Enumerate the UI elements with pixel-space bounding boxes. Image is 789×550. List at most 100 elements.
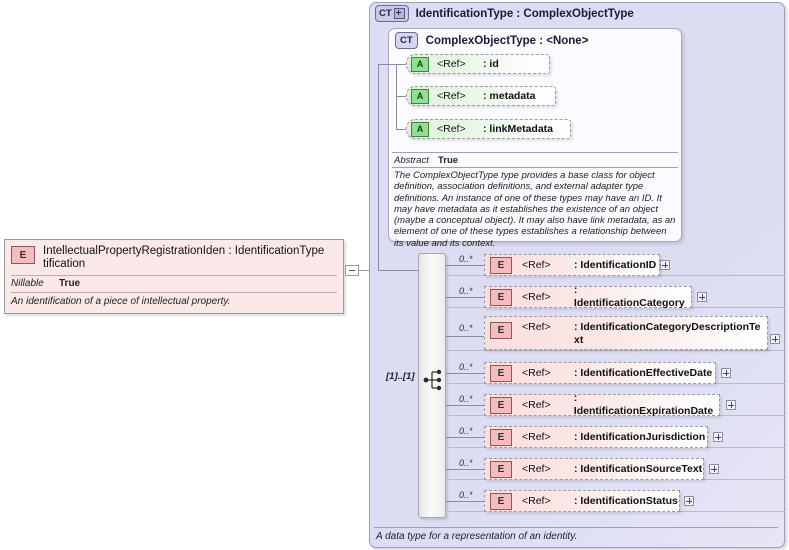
element-cardinality: 0..* — [459, 254, 473, 264]
attribute-name: : metadata — [483, 90, 536, 102]
element-name-line2: xt — [574, 334, 584, 346]
nillable-value: True — [59, 278, 81, 289]
connector-stub — [446, 373, 484, 374]
element-row[interactable]: E <Ref> : IdentificationID — [484, 254, 660, 276]
element-ref: <Ref> — [522, 259, 551, 271]
root-element-title-line2: tification — [43, 258, 86, 270]
complextype-icon: CT — [395, 32, 418, 49]
sequence-cardinality: [1]..[1] — [386, 371, 415, 382]
nillable-property-row: Nillable True — [5, 276, 343, 292]
expand-icon[interactable] — [721, 368, 731, 378]
tree-branch — [378, 64, 396, 65]
expand-icon[interactable] — [770, 334, 780, 344]
element-name: : IdentificationID — [574, 258, 657, 271]
element-cardinality: 0..* — [459, 394, 473, 404]
element-type-icon: E — [490, 429, 512, 446]
element-row[interactable]: E <Ref> : IdentificationSourceText — [484, 458, 704, 480]
divider — [11, 275, 337, 276]
attribute-ref: <Ref> — [437, 90, 466, 102]
panel-footer-description: A data type for a representation of an i… — [376, 531, 578, 542]
divider — [11, 292, 337, 293]
element-cardinality: 0..* — [459, 323, 473, 333]
root-element-title: IntellectualPropertyRegistrationIden : I… — [43, 245, 324, 271]
abstract-property-row: Abstract True — [394, 155, 458, 166]
connector-stub — [446, 336, 484, 337]
abstract-description: The ComplexObjectType type provides a ba… — [394, 170, 676, 249]
attribute-name: : linkMetadata — [483, 123, 554, 135]
element-name: : IdentificationStatus — [574, 494, 678, 507]
element-name-line1: : IdentificationCategoryDescriptionTe — [574, 321, 761, 333]
element-name: : IdentificationEffectiveDate — [574, 366, 713, 379]
element-cardinality: 0..* — [459, 362, 473, 372]
element-type-icon: E — [490, 289, 512, 306]
abstract-block — [392, 152, 678, 238]
element-name: : IdentificationSourceText — [574, 462, 703, 475]
root-element-header: E IntellectualPropertyRegistrationIden :… — [5, 240, 343, 275]
complex-object-type-title: ComplexObjectType : <None> — [425, 34, 589, 47]
connector-stub — [446, 437, 484, 438]
tree-branch — [396, 64, 406, 65]
complextype-expand-icon[interactable]: CT — [375, 5, 409, 22]
element-cardinality: 0..* — [459, 458, 473, 468]
attribute-row[interactable]: A <Ref> : linkMetadata — [406, 119, 571, 139]
element-row[interactable]: E <Ref> : IdentificationCategoryDescript… — [484, 316, 768, 350]
element-ref: <Ref> — [522, 431, 551, 443]
panel-header: CT IdentificationType : ComplexObjectTyp… — [375, 5, 634, 22]
row-separator — [446, 350, 785, 351]
element-ref: <Ref> — [522, 495, 551, 507]
sequence-icon — [423, 369, 442, 391]
element-name: : IdentificationCategoryDescriptionTe xt — [574, 321, 761, 347]
element-row[interactable]: E <Ref> : IdentificationCategory — [484, 284, 692, 309]
expand-icon[interactable] — [697, 292, 707, 302]
element-row[interactable]: E <Ref> : IdentificationExpirationDate — [484, 392, 720, 417]
tree-branch — [396, 96, 406, 97]
element-type-icon: E — [490, 461, 512, 478]
expand-icon[interactable] — [684, 496, 694, 506]
attribute-ref: <Ref> — [437, 123, 466, 135]
element-ref: <Ref> — [522, 291, 551, 303]
attribute-row[interactable]: A <Ref> : metadata — [406, 86, 556, 106]
collapse-toggle-icon[interactable] — [345, 265, 359, 276]
connector-stub — [446, 265, 484, 266]
element-name: : IdentificationCategory — [573, 284, 685, 309]
complex-object-type-header: CT ComplexObjectType : <None> — [395, 32, 588, 49]
attribute-icon: A — [411, 56, 429, 72]
element-row[interactable]: E <Ref> : IdentificationStatus — [484, 490, 680, 512]
attribute-icon: A — [411, 121, 429, 137]
element-ref: <Ref> — [522, 321, 551, 333]
expand-icon[interactable] — [660, 260, 670, 270]
element-cardinality: 0..* — [459, 426, 473, 436]
connector-stub — [446, 297, 484, 298]
attribute-row[interactable]: A <Ref> : id — [406, 54, 550, 74]
divider — [392, 152, 678, 153]
attribute-ref: <Ref> — [437, 58, 466, 70]
connector-line — [359, 270, 375, 271]
expand-icon[interactable] — [726, 400, 736, 410]
ct-badge-label: CT — [379, 8, 392, 19]
element-type-icon: E — [490, 365, 512, 382]
element-cardinality: 0..* — [459, 490, 473, 500]
element-row[interactable]: E <Ref> : IdentificationEffectiveDate — [484, 362, 716, 384]
element-cardinality: 0..* — [459, 286, 473, 296]
plus-icon[interactable] — [393, 8, 405, 19]
element-type-icon: E — [490, 493, 512, 510]
attribute-icon: A — [411, 88, 429, 104]
expand-icon[interactable] — [709, 464, 719, 474]
abstract-value: True — [438, 155, 459, 166]
element-type-icon: E — [11, 246, 35, 264]
element-ref: <Ref> — [522, 463, 551, 475]
connector-stub — [446, 469, 484, 470]
connector-stub — [446, 405, 484, 406]
expand-icon[interactable] — [713, 432, 723, 442]
root-element-box[interactable]: E IntellectualPropertyRegistrationIden :… — [4, 239, 344, 314]
element-row[interactable]: E <Ref> : IdentificationJurisdiction — [484, 426, 708, 448]
root-element-description: An identification of a piece of intellec… — [11, 296, 231, 307]
element-name: : IdentificationJurisdiction — [574, 430, 706, 443]
connector-stub — [446, 501, 484, 502]
root-element-title-line1: IntellectualPropertyRegistrationIden : I… — [43, 245, 325, 257]
attribute-name: : id — [483, 58, 499, 70]
abstract-label: Abstract — [394, 155, 429, 166]
element-ref: <Ref> — [522, 399, 551, 411]
element-ref: <Ref> — [522, 367, 551, 379]
tree-trunk-outer — [378, 64, 379, 271]
